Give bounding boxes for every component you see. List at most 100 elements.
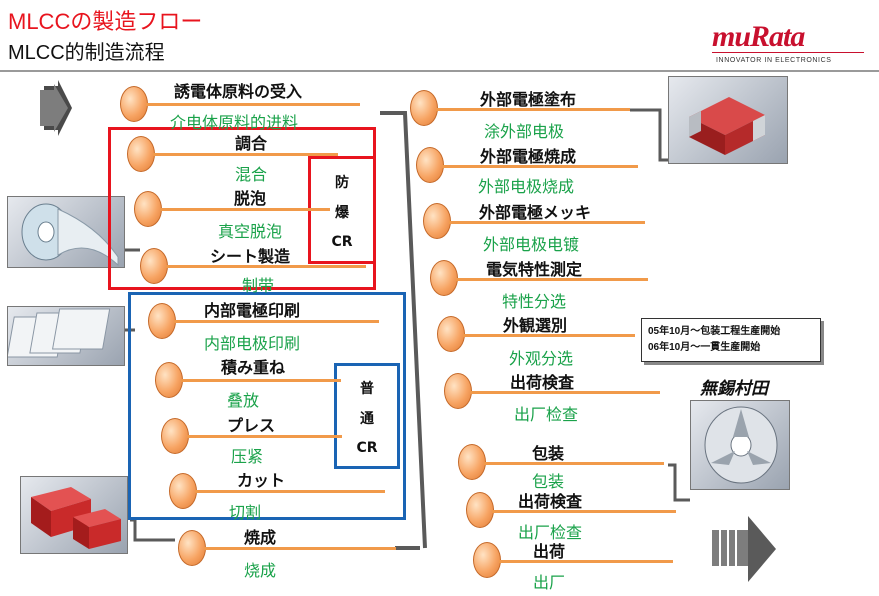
step-bar	[484, 462, 664, 465]
step-label-ja: 包装	[532, 444, 565, 463]
connector-photo-right-top	[630, 108, 668, 162]
explosion-proof-char-1: 防	[335, 175, 349, 191]
title-japanese: MLCCの製造フロー	[8, 9, 203, 34]
step-marker	[410, 90, 438, 126]
photo-tape-roll	[7, 196, 125, 268]
step-marker	[473, 542, 501, 578]
left-step: 誘電体原料の受入 介电体原料的进料	[120, 78, 360, 132]
step-marker	[140, 248, 168, 284]
step-label-ja: 出荷	[533, 542, 566, 561]
right-step: 出荷検査 出厂检查	[466, 488, 676, 542]
end-arrow-icon	[712, 516, 776, 582]
step-label-ja: 脱泡	[234, 189, 267, 208]
normal-cr-region	[128, 292, 406, 520]
step-label-cn: 特性分选	[502, 292, 567, 311]
connector-photo-right-bottom	[668, 463, 690, 502]
step-marker	[444, 373, 472, 409]
left-step: 脱泡 真空脱泡	[134, 185, 330, 241]
step-label-ja: 外部電極塗布	[480, 90, 577, 109]
step-marker	[416, 147, 444, 183]
step-label-cn: 混合	[235, 165, 268, 184]
step-label-ja: 調合	[235, 134, 268, 153]
step-marker	[423, 203, 451, 239]
step-label-cn: 涂外部电极	[484, 122, 565, 141]
step-marker	[148, 303, 176, 339]
right-step: 外部電極焼成 外部电极烧成	[416, 143, 638, 197]
step-bar	[166, 265, 366, 268]
step-label-cn: 出厂检查	[518, 523, 583, 542]
step-bar	[470, 391, 660, 394]
murata-logo: muRata	[712, 20, 805, 53]
normal-cr-char-3: CR	[356, 440, 378, 456]
photo-reel	[690, 400, 790, 490]
step-label-ja: プレス	[227, 416, 276, 435]
step-label-cn: 切割	[229, 503, 262, 522]
connector-vertical	[380, 111, 427, 549]
step-label-cn: 介电体原料的进料	[170, 113, 299, 132]
step-label-cn: 制带	[242, 276, 275, 295]
normal-cr-char-1: 普	[360, 381, 374, 397]
right-step: 外観選別 外观分选	[437, 312, 635, 368]
step-label-ja: 焼成	[244, 528, 277, 547]
step-bar	[160, 208, 330, 211]
logo-tagline: INNOVATOR IN ELECTRONICS	[716, 57, 832, 64]
logo-underline	[712, 52, 864, 53]
left-step: プレス 压紧	[161, 410, 342, 466]
step-label-ja: 電気特性測定	[486, 260, 583, 279]
left-step: カット 切割	[169, 467, 385, 522]
step-label-cn: 内部电极印刷	[204, 334, 301, 353]
step-bar	[146, 103, 360, 106]
step-bar	[499, 560, 673, 563]
step-label-ja: 出荷検査	[510, 373, 575, 392]
right-step: 包装 包装	[458, 440, 664, 494]
step-marker	[178, 530, 206, 566]
step-bar	[153, 153, 338, 156]
step-marker	[458, 444, 486, 480]
step-bar	[463, 334, 635, 337]
step-bar	[195, 490, 385, 493]
step-marker	[161, 418, 189, 454]
normal-cr-label-box	[334, 363, 400, 469]
step-label-ja: 外部電極メッキ	[479, 203, 592, 222]
production-note: 05年10月～包装工程生産開始 06年10月～一貫生産開始	[641, 318, 821, 362]
left-step: 内部電極印刷 内部电极印刷	[148, 297, 382, 353]
step-label-cn: 压紧	[231, 447, 264, 466]
step-marker	[127, 136, 155, 172]
step-marker	[120, 86, 148, 122]
explosion-proof-char-3: CR	[331, 234, 353, 250]
step-marker	[437, 316, 465, 352]
left-step: シート製造 制带	[140, 240, 366, 295]
photo-chip-electrode	[668, 76, 788, 164]
step-bar	[187, 435, 342, 438]
step-label-cn: 叠放	[227, 391, 260, 410]
step-label-ja: 積み重ね	[221, 358, 286, 377]
right-step: 出荷検査 出厂检查	[444, 369, 660, 424]
left-step: 調合 混合	[127, 130, 342, 184]
step-bar	[436, 108, 630, 111]
note-line-1: 05年10月～包装工程生産開始	[648, 326, 781, 337]
step-label-ja: 誘電体原料の受入	[174, 82, 303, 101]
right-step: 外部電極メッキ 外部电极电镀	[423, 199, 645, 254]
step-marker	[169, 473, 197, 509]
step-label-cn: 出厂检查	[514, 405, 579, 424]
normal-cr-char-2: 通	[360, 411, 374, 427]
step-label-ja: カット	[237, 471, 286, 490]
photo-chip-blocks	[20, 476, 128, 554]
left-step: 積み重ね 叠放	[155, 354, 341, 410]
note-line-2: 06年10月～一貫生産開始	[648, 342, 761, 353]
title-chinese: MLCC的制造流程	[8, 42, 165, 64]
header-divider	[0, 70, 879, 72]
step-label-ja: 外部電極焼成	[480, 147, 577, 166]
step-label-ja: 出荷検査	[518, 492, 583, 511]
left-step: 焼成 烧成	[178, 522, 396, 582]
step-bar	[442, 165, 638, 168]
step-label-cn: 出厂	[533, 573, 566, 592]
step-label-cn: 包装	[532, 472, 565, 491]
step-label-cn: 真空脱泡	[218, 222, 283, 241]
step-label-cn: 烧成	[244, 561, 277, 580]
site-label: 無錫村田	[700, 379, 768, 399]
connector-photo-left-3	[130, 518, 175, 542]
step-marker	[155, 362, 183, 398]
step-bar	[181, 379, 341, 382]
